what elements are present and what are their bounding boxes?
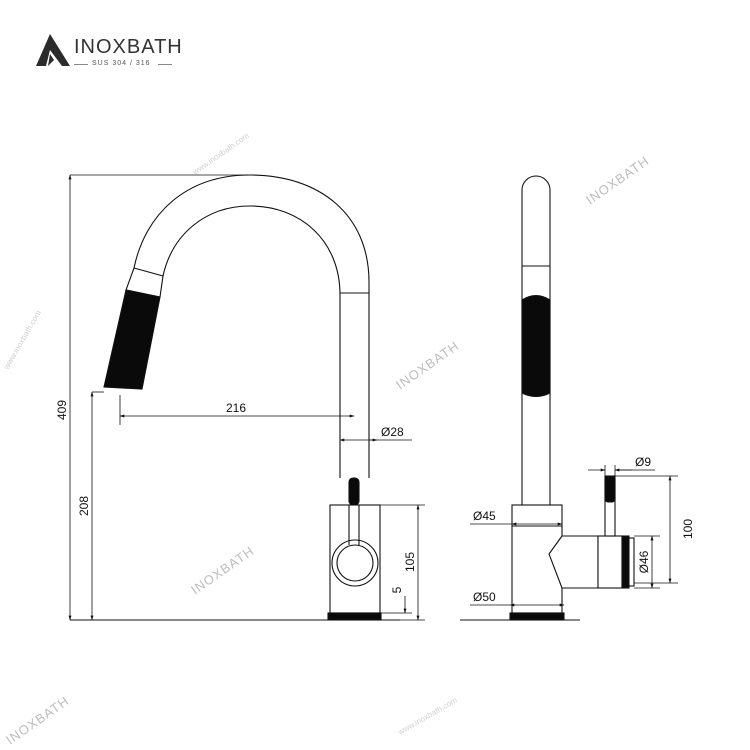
label-spout-height: 208 (77, 496, 91, 516)
handle-outer-ring (331, 539, 379, 587)
side-dimension-labels: Ø9 100 Ø46 Ø45 Ø50 (473, 455, 695, 604)
faucet-base (327, 612, 382, 621)
label-base-thickness: 5 (390, 586, 404, 593)
brand-name: INOXBATH (74, 36, 183, 58)
handle-cap (597, 535, 623, 589)
label-spout-reach: 216 (226, 401, 246, 415)
handle-end (628, 537, 635, 587)
watermark-url: www.inoxbath.com (190, 131, 251, 177)
front-dimensions (68, 174, 425, 621)
watermark-url: www.inoxbath.com (396, 695, 459, 737)
label-lever-diameter: Ø9 (635, 455, 651, 469)
label-body-height: 105 (403, 552, 417, 572)
watermark-url: www.inoxbath.com (1, 308, 43, 371)
brand-sub-rule-right (158, 64, 172, 65)
label-base-diameter: Ø50 (473, 590, 496, 604)
faucet-body (329, 504, 381, 614)
handle-taper (548, 535, 563, 589)
handle-connector (562, 535, 599, 589)
label-spout-diameter: Ø28 (381, 425, 404, 439)
spout-inner-outline (162, 205, 341, 478)
watermarks: INOXBATH INOXBATH INOXBATH INOXBATH www.… (1, 131, 651, 748)
brand-subtitle: SUS 304 / 316 (92, 60, 151, 67)
side-lever-tip (604, 475, 616, 503)
label-total-height: 409 (55, 400, 69, 420)
front-dimension-labels: 409 208 216 Ø28 105 5 (55, 400, 417, 594)
watermark-brand: INOXBATH (393, 338, 462, 392)
side-faucet-base (509, 612, 565, 621)
brand-mark-icon (36, 34, 70, 66)
side-spray-grip (521, 294, 551, 398)
front-view (70, 174, 400, 621)
spout-column (521, 175, 551, 505)
watermark-brand: INOXBATH (188, 543, 257, 597)
handle-inner-ring (336, 544, 374, 582)
label-handle-height: 100 (681, 519, 695, 539)
lever-handle (348, 477, 360, 506)
watermark-brand: INOXBATH (3, 693, 72, 747)
side-view (460, 175, 635, 621)
spout-outer-outline (133, 174, 370, 478)
label-handle-diameter: Ø46 (637, 550, 651, 573)
handle-black-ring (621, 535, 630, 589)
label-body-diameter: Ø45 (473, 509, 496, 523)
watermark-brand: INOXBATH (583, 153, 652, 207)
spray-head-grip (103, 289, 161, 390)
brand-logo: INOXBATH SUS 304 / 316 (34, 30, 194, 75)
brand-sub-rule-left (74, 64, 88, 65)
side-dimensions (470, 465, 678, 607)
